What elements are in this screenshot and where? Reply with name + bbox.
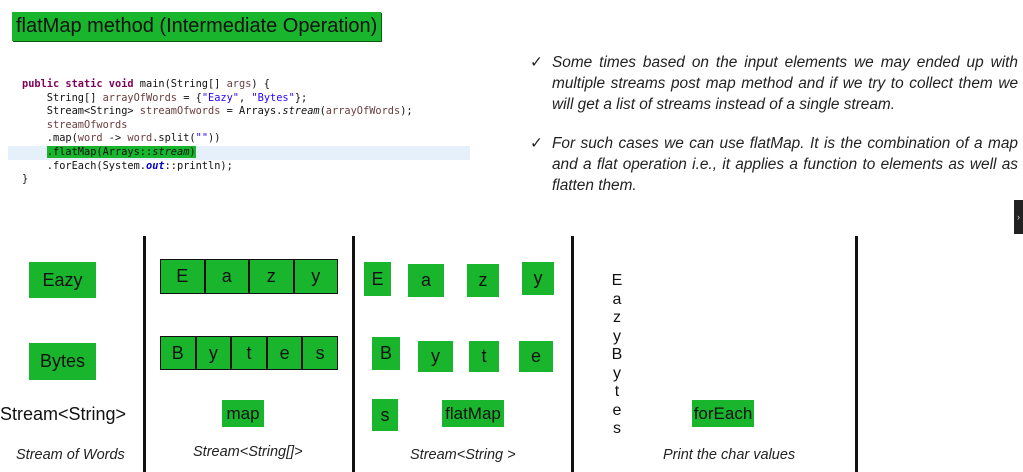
flatmap-label: flatMap [442, 400, 504, 427]
code-token: .flatMap(Arrays:: [46, 145, 153, 158]
printed-char: y [613, 364, 621, 382]
code-variable: word [77, 132, 103, 145]
char-cell: t [232, 337, 268, 369]
map-label: map [222, 400, 264, 427]
char-box: z [467, 264, 499, 297]
code-token: = { [177, 91, 202, 104]
code-method: stream [152, 145, 190, 158]
code-variable: args [226, 78, 252, 90]
flat-stream-caption: Stream<String > [410, 447, 516, 463]
char-cell: s [315, 342, 325, 363]
char-box: y [522, 262, 554, 295]
code-method: stream [282, 105, 320, 118]
code-token: ( [319, 105, 326, 118]
source-stream-caption: Stream of Words [16, 447, 125, 463]
stage-divider [143, 236, 146, 472]
code-variable: arrayOfWords [325, 105, 401, 118]
char-box: E [364, 262, 391, 296]
code-token: ); [400, 105, 413, 118]
code-token: String[] [22, 91, 103, 104]
code-token: .map( [22, 132, 78, 145]
code-variable: arrayOfWords [102, 91, 177, 104]
code-highlighted-line: .flatMap(Arrays::stream) [8, 145, 470, 160]
printed-char: z [613, 309, 621, 326]
char-box: t [469, 341, 499, 372]
printed-char: a [612, 290, 622, 308]
code-token: -> [102, 132, 128, 145]
code-variable: streamOfwords [139, 105, 221, 118]
printed-char: B [611, 346, 623, 363]
note-text: Some times based on the input elements w… [552, 54, 1018, 113]
note-text: For such cases we can use flatMap. It is… [552, 135, 1018, 194]
code-token: .forEach(System. [22, 159, 146, 172]
code-token: = Arrays. [220, 105, 283, 118]
char-array-strip: B y t e s [160, 336, 338, 370]
char-cell: B [161, 337, 197, 369]
char-array-strip: E a z y [160, 259, 338, 294]
char-cell: y [197, 337, 233, 369]
foreach-caption: Print the char values [663, 447, 796, 463]
code-string: "Bytes" [251, 91, 295, 104]
page-title: flatMap method (Intermediate Operation) [12, 12, 382, 41]
char-cell: a [206, 260, 250, 293]
printed-char: e [612, 401, 622, 419]
foreach-label: forEach [692, 400, 754, 427]
code-string: "" [195, 132, 209, 145]
code-flatmap-call: .flatMap(Arrays::stream) [46, 145, 196, 158]
char-box: e [519, 341, 553, 372]
code-token: ) [189, 145, 196, 158]
code-field: out [146, 159, 165, 172]
code-string: "Eazy" [201, 91, 240, 104]
notes-list: ✓ Some times based on the input elements… [530, 52, 1018, 214]
check-icon: ✓ [530, 134, 543, 152]
char-cell: y [311, 266, 321, 286]
printed-char: t [614, 383, 620, 400]
word-box: Bytes [29, 343, 96, 380]
code-token: ) { [251, 78, 271, 90]
code-token: , [239, 91, 252, 104]
printed-char: E [611, 272, 623, 289]
char-cell: e [268, 337, 304, 369]
code-variable: word [127, 132, 153, 145]
check-icon: ✓ [530, 53, 543, 71]
printed-chars-column: E a z y B y t e s [610, 272, 624, 439]
char-cell: E [161, 260, 206, 293]
char-box: y [418, 341, 453, 372]
code-snippet: public static void main(String[] args) {… [0, 78, 470, 187]
note-item: ✓ Some times based on the input elements… [530, 52, 1018, 115]
code-token: ::println); [164, 159, 233, 172]
stage-divider [855, 236, 858, 472]
printed-char: y [613, 327, 621, 345]
printed-char: s [613, 420, 621, 437]
next-slide-tab[interactable]: › [1014, 200, 1023, 234]
char-cell: z [250, 260, 295, 293]
stage-divider [571, 236, 574, 472]
code-token [22, 146, 47, 158]
word-box: Eazy [29, 262, 96, 298]
map-stream-caption: Stream<String[]> [193, 444, 303, 460]
char-box: B [372, 337, 400, 370]
stage-divider [352, 236, 355, 472]
code-token: } [22, 173, 29, 186]
code-token: )) [208, 132, 221, 145]
code-token: main(String[] [133, 78, 227, 90]
note-item: ✓ For such cases we can use flatMap. It … [530, 133, 1018, 196]
code-token: Stream<String> [22, 105, 140, 118]
char-box: a [408, 264, 444, 297]
code-variable: streamOfwords [22, 118, 128, 131]
code-keyword: public static void [22, 78, 134, 90]
code-token: .split( [152, 132, 196, 145]
char-box: s [372, 399, 398, 431]
source-stream-label: Stream<String> [0, 404, 127, 424]
code-token: }; [294, 91, 308, 104]
